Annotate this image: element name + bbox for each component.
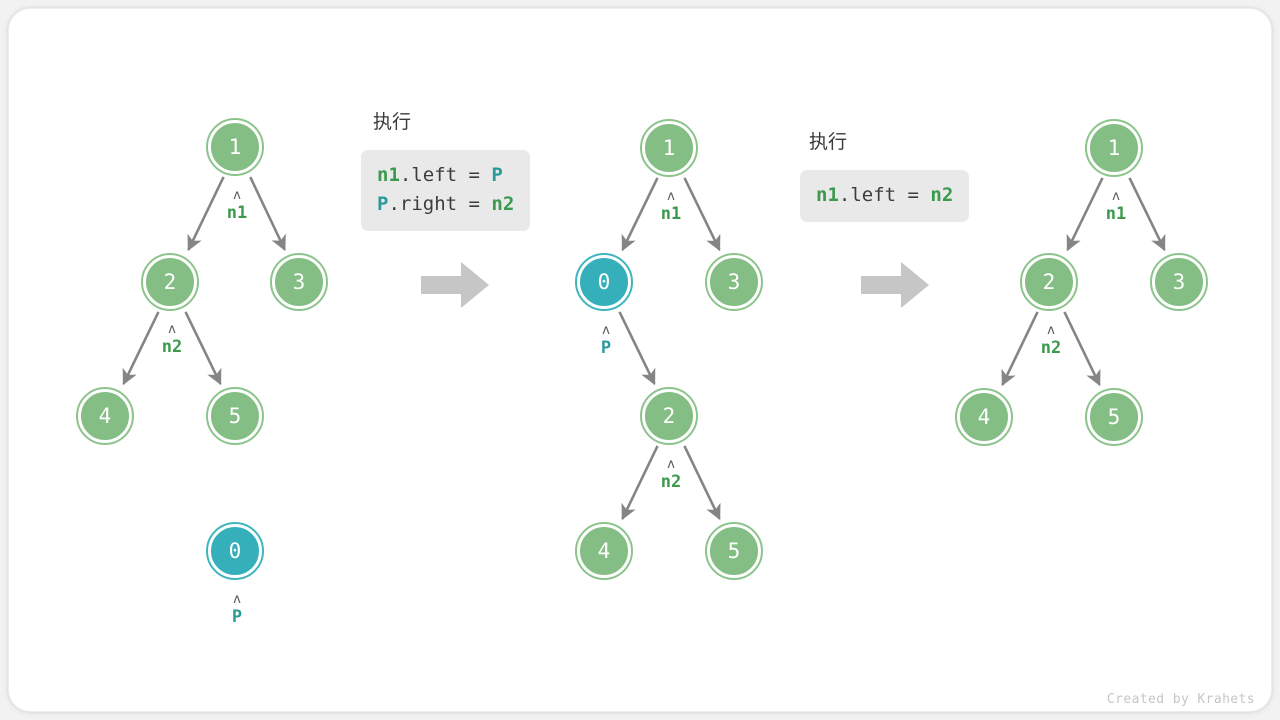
- tree-node-value: 3: [1172, 269, 1186, 294]
- pointer-name: n2: [1040, 338, 1062, 358]
- step-caption: 执行: [373, 112, 412, 133]
- tree-node-4[interactable]: 4: [575, 522, 633, 580]
- code-line: P.right = n2: [377, 190, 514, 219]
- pointer-name: n1: [226, 203, 248, 223]
- tree-node-value: 3: [727, 269, 741, 294]
- code-token: P: [377, 193, 389, 215]
- arrow-glyph: [421, 262, 489, 308]
- caret-icon: ʌ: [233, 188, 241, 203]
- tree-node-value: 4: [977, 404, 991, 429]
- code-token: .left =: [399, 164, 492, 186]
- tree-node-value: 4: [98, 403, 112, 428]
- tree-node-3[interactable]: 3: [705, 253, 763, 311]
- arrow-glyph: [861, 262, 929, 308]
- tree-node-2[interactable]: 2: [141, 253, 199, 311]
- pointer-name: n2: [660, 472, 682, 492]
- tree-node-value: 1: [1107, 135, 1121, 160]
- pointer-name: P: [600, 338, 612, 358]
- code-token: P: [491, 164, 503, 186]
- tree-node-3[interactable]: 3: [1150, 253, 1208, 311]
- tree-node-2[interactable]: 2: [1020, 253, 1078, 311]
- step-caption: 执行: [809, 132, 848, 153]
- tree-node-value: 4: [597, 538, 611, 563]
- code-line: n1.left = n2: [816, 181, 953, 210]
- transition-arrow-2: [861, 262, 929, 308]
- tree-edge-layer: [122, 176, 1166, 521]
- pointer-name: n1: [660, 204, 682, 224]
- tree-node-value: 5: [1107, 404, 1121, 429]
- caret-icon: ʌ: [233, 592, 241, 607]
- tree-node-value: 0: [228, 538, 242, 563]
- tree-node-value: 1: [228, 134, 242, 159]
- pointer-name: n1: [1105, 204, 1127, 224]
- tree-node-value: 2: [163, 269, 177, 294]
- tree-node-value: 5: [727, 538, 741, 563]
- tree-node-5[interactable]: 5: [206, 387, 264, 445]
- tree-node-1[interactable]: 1: [206, 118, 264, 176]
- code-token: n2: [930, 184, 954, 206]
- tree-node-4[interactable]: 4: [76, 387, 134, 445]
- caret-icon: ʌ: [602, 323, 610, 338]
- code-token: n1: [377, 164, 400, 186]
- tree-node-value: 5: [228, 403, 242, 428]
- code-token: n1: [816, 184, 839, 206]
- tree-node-value: 0: [597, 269, 611, 294]
- code-token: .right =: [388, 193, 492, 215]
- tree-node-value: 1: [662, 135, 676, 160]
- tree-node-1[interactable]: 1: [640, 119, 698, 177]
- pointer-name: n2: [161, 337, 183, 357]
- tree-node-value: 3: [292, 269, 306, 294]
- tree-node-0[interactable]: 0: [575, 253, 633, 311]
- tree-node-5[interactable]: 5: [705, 522, 763, 580]
- tree-node-1[interactable]: 1: [1085, 119, 1143, 177]
- caret-icon: ʌ: [168, 322, 176, 337]
- tree-node-0[interactable]: 0: [206, 522, 264, 580]
- credit-text: Created by Krahets: [1106, 692, 1255, 707]
- caret-icon: ʌ: [667, 189, 675, 204]
- code-line: n1.left = P: [377, 161, 514, 190]
- code-token: n2: [491, 193, 515, 215]
- tree-node-value: 2: [662, 403, 676, 428]
- tree-node-5[interactable]: 5: [1085, 388, 1143, 446]
- caret-icon: ʌ: [1112, 189, 1120, 204]
- caret-icon: ʌ: [1047, 323, 1055, 338]
- caret-icon: ʌ: [667, 457, 675, 472]
- tree-node-2[interactable]: 2: [640, 387, 698, 445]
- transition-arrow-1: [421, 262, 489, 308]
- tree-node-3[interactable]: 3: [270, 253, 328, 311]
- pointer-name: P: [231, 607, 243, 627]
- tree-node-4[interactable]: 4: [955, 388, 1013, 446]
- tree-node-value: 2: [1042, 269, 1056, 294]
- code-snippet-step2: n1.left = n2: [800, 170, 970, 222]
- code-token: .left =: [838, 184, 931, 206]
